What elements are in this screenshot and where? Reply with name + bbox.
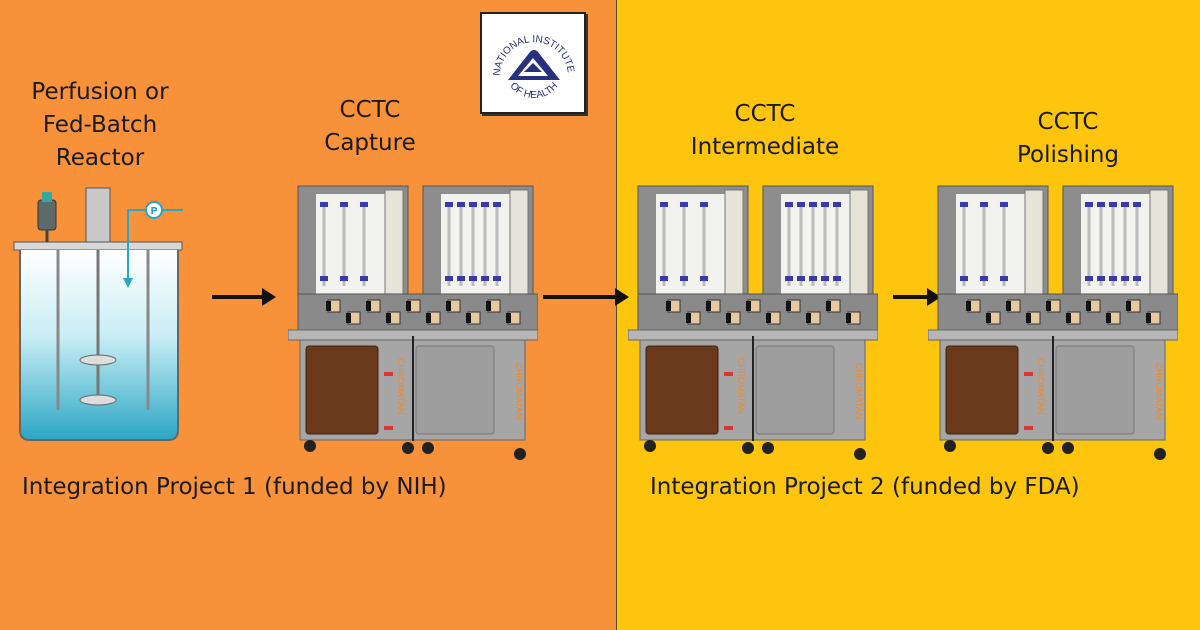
machine-brand-text: CHROMATAN	[514, 363, 524, 420]
brown-reservoir	[945, 345, 1019, 435]
column-cabinet	[297, 185, 409, 297]
clear-reservoir	[755, 345, 835, 435]
caster-wheel	[402, 442, 414, 454]
reactor-label: Perfusion or Fed-Batch Reactor	[0, 76, 200, 175]
caster-wheel	[422, 442, 434, 454]
caster-wheel	[514, 448, 526, 460]
caster-wheel	[1062, 442, 1074, 454]
stage-label-line: CCTC	[734, 101, 796, 127]
stage-label-line: Intermediate	[690, 134, 840, 160]
clear-reservoir	[415, 345, 495, 435]
caster-wheel	[1042, 442, 1054, 454]
caster-wheel	[742, 442, 754, 454]
column-cabinet	[937, 185, 1049, 297]
machine-brand-text: CHROMATAN	[736, 358, 746, 415]
cctc-machine-intermediate: CHROMATAN CHROMATAN	[627, 176, 879, 466]
column-cabinet	[637, 185, 749, 297]
pump-label: P	[150, 206, 157, 217]
reactor-vessel-icon: P	[13, 187, 183, 441]
arrow-icon	[893, 288, 941, 306]
machine-brand-text: CHROMATAN	[854, 363, 864, 420]
caster-wheel	[644, 440, 656, 452]
machine-brand-text: CHROMATAN	[1154, 363, 1164, 420]
column-cabinet	[1062, 185, 1174, 297]
arrow-icon	[543, 288, 629, 306]
reactor-label-line: Perfusion or	[31, 79, 169, 105]
caption-project2: Integration Project 2 (funded by FDA)	[650, 474, 1080, 500]
machine-brand-text: CHROMATAN	[396, 358, 406, 415]
caster-wheel	[944, 440, 956, 452]
caster-wheel	[762, 442, 774, 454]
clear-reservoir	[1055, 345, 1135, 435]
stage-label-polishing: CCTC Polishing	[968, 106, 1168, 172]
stage-label-capture: CCTC Capture	[270, 94, 470, 160]
svg-text:OF HEALTH: OF HEALTH	[508, 81, 561, 102]
panel-divider	[616, 0, 617, 630]
nih-logo-text: OF HEALTH	[508, 81, 561, 102]
brown-reservoir	[645, 345, 719, 435]
reactor-label-line: Fed-Batch	[42, 112, 158, 138]
column-cabinet	[422, 185, 534, 297]
stage-label-line: Polishing	[1016, 142, 1120, 168]
caster-wheel	[854, 448, 866, 460]
nih-logo: NATIONAL INSTITUTES OF HEALTH	[479, 6, 586, 114]
reactor-label-line: Reactor	[55, 145, 145, 171]
brown-reservoir	[305, 345, 379, 435]
cctc-machine-polishing: CHROMATAN CHROMATAN	[927, 176, 1179, 466]
arrow-icon	[212, 288, 276, 306]
cctc-machine-capture: CHROMATAN CHROMATAN	[287, 176, 539, 466]
caption-project1: Integration Project 1 (funded by NIH)	[22, 474, 447, 500]
column-cabinet	[762, 185, 874, 297]
stage-label-line: CCTC	[1037, 109, 1099, 135]
caster-wheel	[304, 440, 316, 452]
stage-label-line: CCTC	[339, 97, 401, 123]
machine-brand-text: CHROMATAN	[1036, 358, 1046, 415]
caster-wheel	[1154, 448, 1166, 460]
stage-label-line: Capture	[324, 130, 416, 156]
stage-label-intermediate: CCTC Intermediate	[655, 98, 875, 164]
